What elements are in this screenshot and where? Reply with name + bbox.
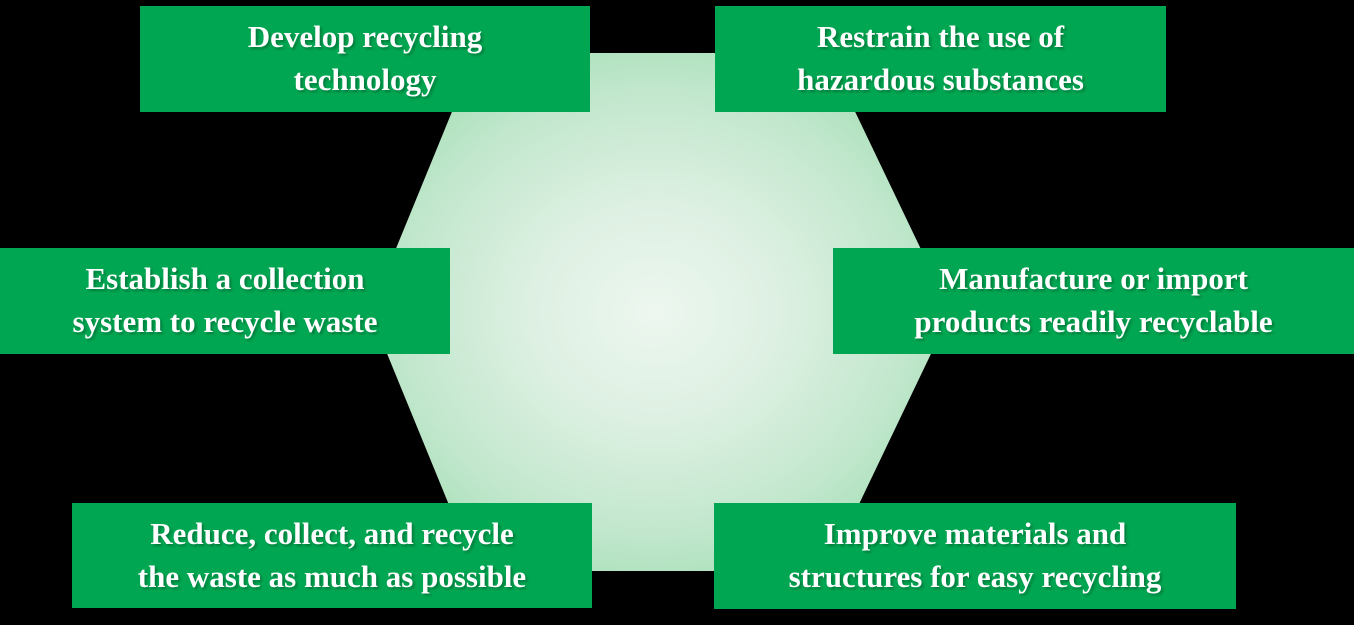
box-label-line: Restrain the use of xyxy=(816,19,1065,55)
box-reduce-collect-recycle: Reduce, collect, and recycle the waste a… xyxy=(72,503,592,608)
box-label-line: technology xyxy=(293,62,437,97)
box-restrain-hazardous: Restrain the use of hazardous substances xyxy=(715,6,1166,112)
box-manufacture-import: Manufacture or import products readily r… xyxy=(833,248,1354,354)
box-label-line: Improve materials and xyxy=(823,516,1127,552)
box-label-line: Establish a collection xyxy=(85,261,365,297)
box-collection-system: Establish a collection system to recycle… xyxy=(0,248,450,354)
box-label-line: Reduce, collect, and recycle xyxy=(150,515,514,551)
box-improve-materials: Improve materials and structures for eas… xyxy=(714,503,1236,609)
box-label-line: products readily recyclable xyxy=(914,304,1273,339)
box-label-line: the waste as much as possible xyxy=(137,558,527,594)
box-develop-recycling: Develop recycling technology xyxy=(140,6,590,112)
box-label-line: hazardous substances xyxy=(797,62,1084,97)
box-label-line: Manufacture or import xyxy=(939,261,1248,297)
box-label-line: Develop recycling xyxy=(247,19,483,55)
box-label-line: system to recycle waste xyxy=(72,304,378,339)
box-label-line: structures for easy recycling xyxy=(788,559,1162,594)
